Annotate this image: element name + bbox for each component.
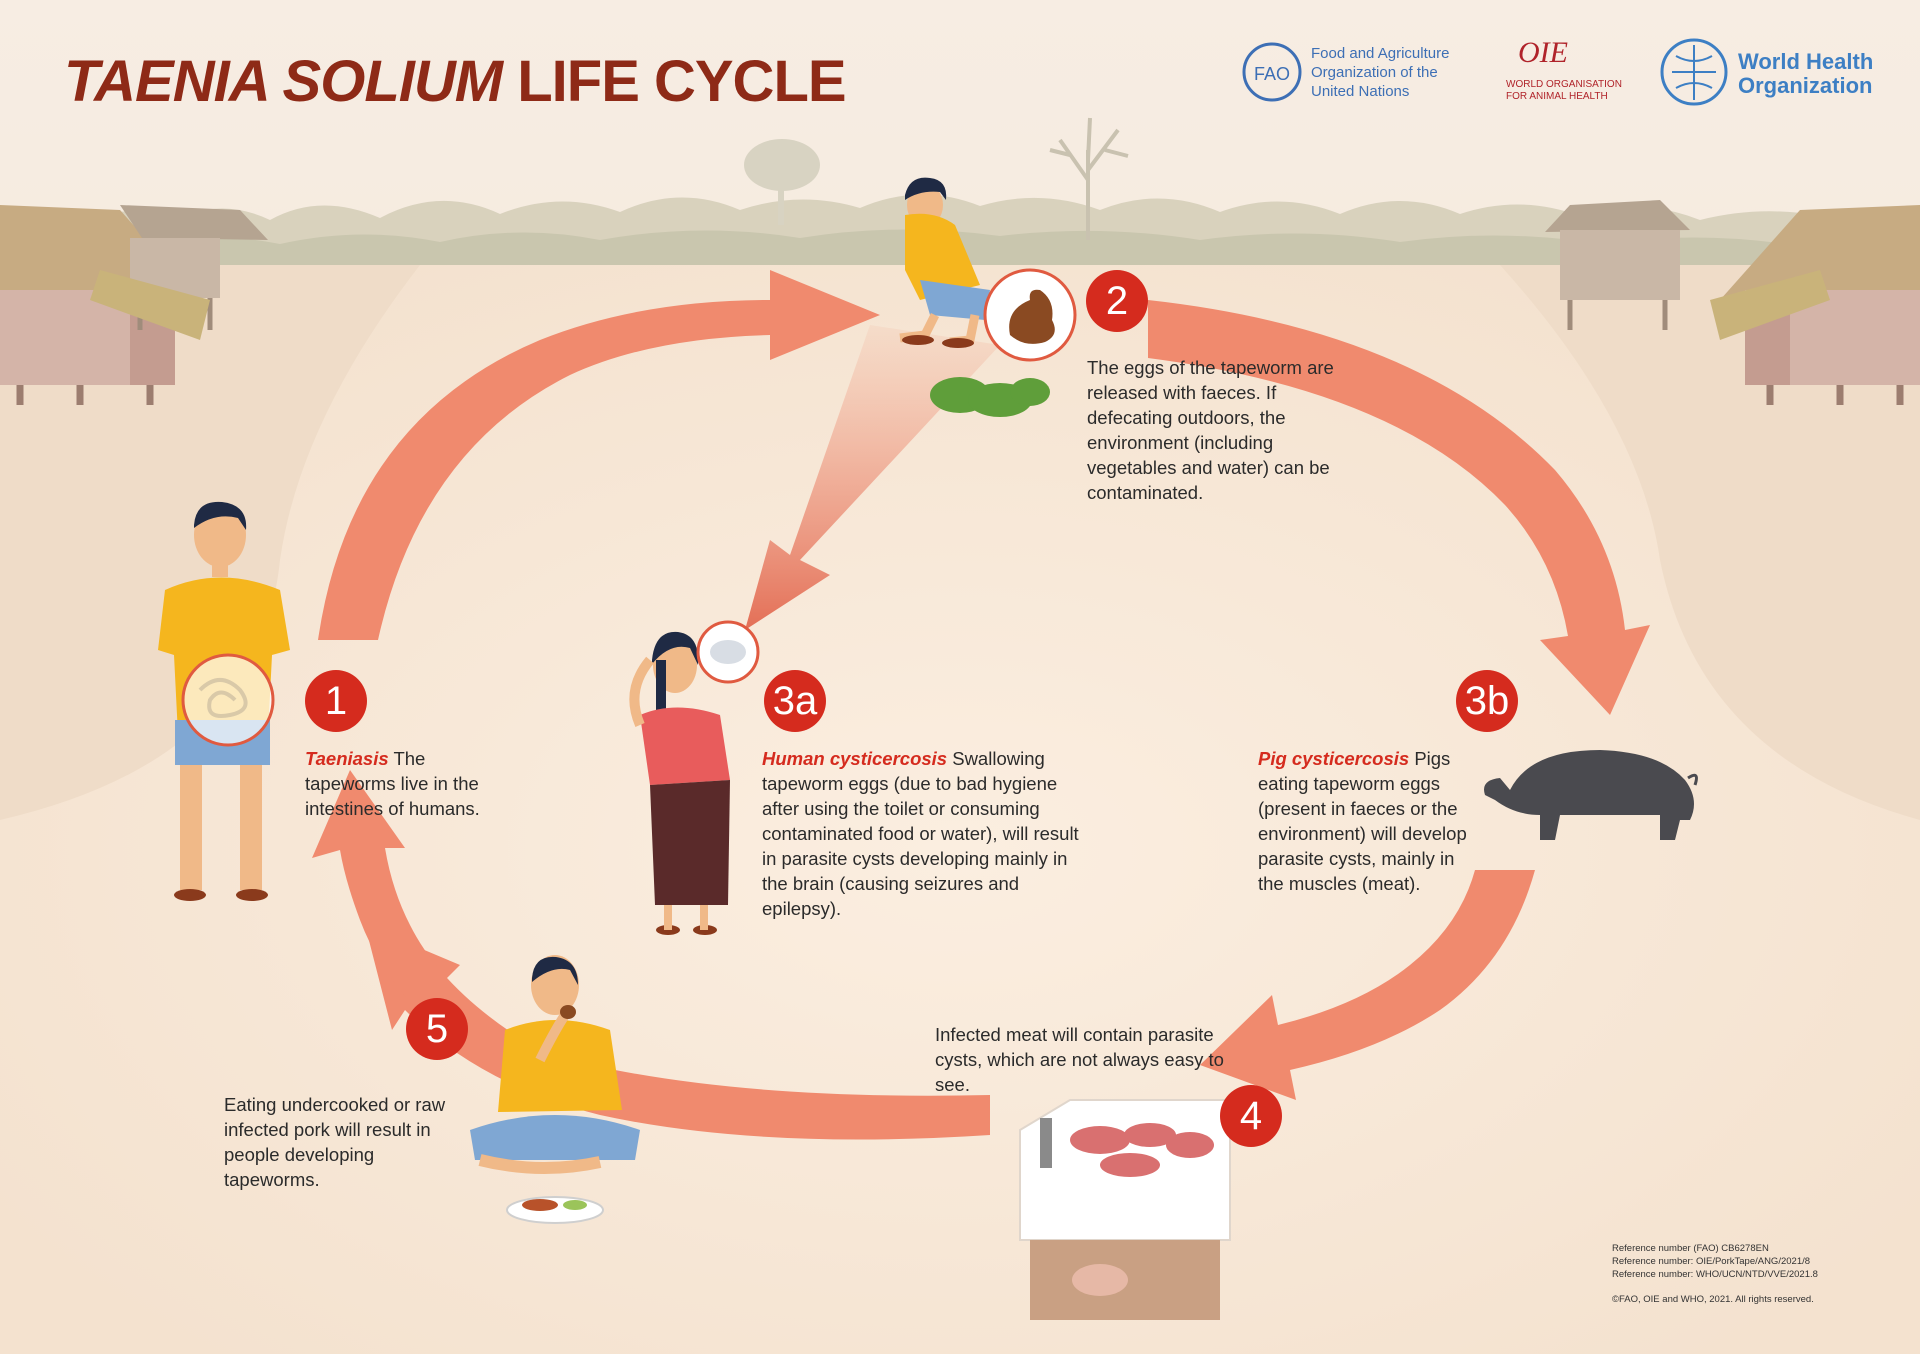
step-4-badge: 4 — [1220, 1085, 1282, 1147]
reference-oie: Reference number: OIE/PorkTape/ANG/2021/… — [1612, 1256, 1811, 1267]
step-3b-badge: 3b — [1456, 670, 1518, 732]
step-3a-text: Human cysticercosis Swallowing tapeworm … — [762, 746, 1092, 921]
step-5-text: Eating undercooked or raw infected pork … — [224, 1094, 446, 1190]
page-title: TAENIA SOLIUM LIFE CYCLE — [64, 48, 847, 115]
step-1-highlight: Taeniasis — [305, 748, 389, 769]
step-1-description: The tapeworms live in the intestines of … — [305, 748, 480, 819]
step-3b-text: Pig cysticercosis Pigs eating tapeworm e… — [1258, 746, 1473, 896]
step-2-text: The eggs of the tapeworm are released wi… — [1087, 357, 1334, 503]
svg-text:FAO: FAO — [1254, 64, 1290, 84]
step-3a-highlight: Human cysticercosis — [762, 748, 948, 769]
who-logo-text: World Health Organization — [1738, 49, 1874, 98]
step-3b-description: Pigs eating tapeworm eggs (present in fa… — [1258, 748, 1467, 894]
step-3a-badge: 3a — [764, 670, 826, 732]
oie-logo-mark: OIE — [1518, 36, 1568, 69]
step-3a-description: Swallowing tapeworm eggs (due to bad hyg… — [762, 748, 1079, 919]
oie-logo-text: World Organisation for Animal Health — [1506, 79, 1622, 102]
step-1-text: Taeniasis The tapeworms live in the inte… — [305, 746, 520, 821]
reference-who: Reference number: WHO/UCN/NTD/VVE/2021.8 — [1612, 1269, 1818, 1280]
step-3b-highlight: Pig cysticercosis — [1258, 748, 1410, 769]
fao-logo-text: Food and Agriculture Organization of the… — [1311, 45, 1450, 100]
step-4-text: Infected meat will contain parasite cyst… — [935, 1024, 1224, 1095]
reference-fao: Reference number (FAO) CB6278EN — [1612, 1243, 1769, 1254]
step-5-badge: 5 — [406, 998, 468, 1060]
title-italic: TAENIA SOLIUM — [64, 49, 503, 114]
title-rest: LIFE CYCLE — [517, 49, 846, 114]
reference-block: Reference number (FAO) CB6278EN Referenc… — [1612, 1242, 1818, 1306]
step-1-badge: 1 — [305, 670, 367, 732]
copyright: ©FAO, OIE and WHO, 2021. All rights rese… — [1612, 1294, 1814, 1305]
step-2-badge: 2 — [1086, 270, 1148, 332]
